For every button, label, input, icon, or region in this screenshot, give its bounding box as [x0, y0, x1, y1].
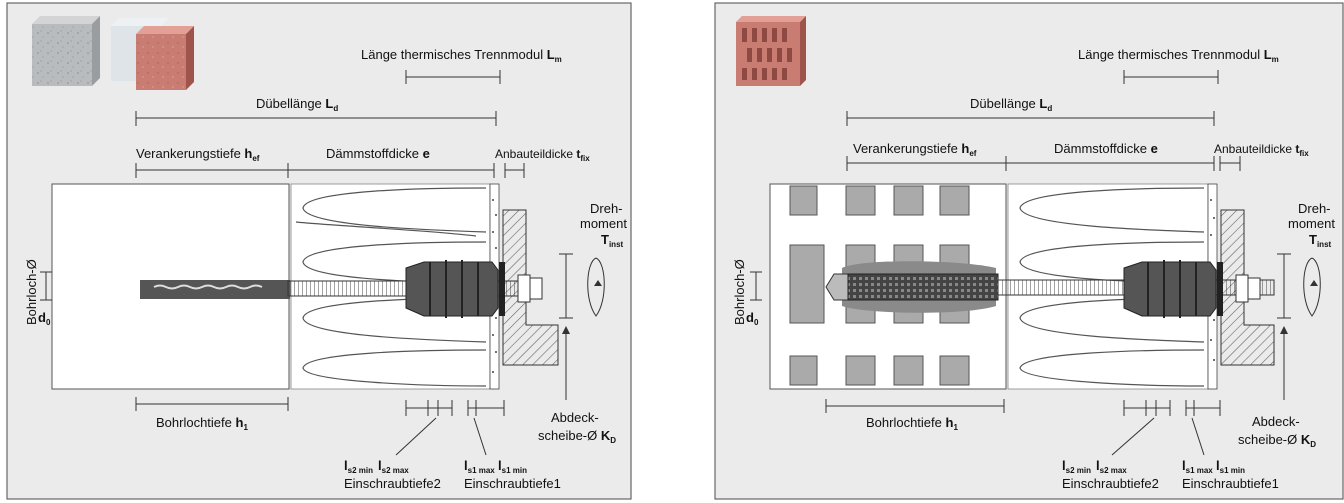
- torque-arrow-icon: [1303, 257, 1321, 317]
- label-thermal-module-length: Länge thermisches Trennmodul Lm: [1078, 47, 1279, 64]
- dim-drill-depth: [135, 397, 289, 411]
- diagram-brick: Länge thermisches Trennmodul Lm Dübellän…: [714, 0, 1344, 503]
- label-fixture-thickness: Anbauteildicke tfix: [1214, 142, 1309, 158]
- label-ls1min: ls1 min: [498, 458, 527, 475]
- label-torque-symbol: Tinst: [1309, 232, 1332, 249]
- cover-washer: [517, 274, 531, 303]
- label-insulation-thickness: Dämmstoffdicke e: [326, 146, 430, 161]
- dim-dowel-length: [846, 111, 1215, 126]
- dim-screw-depths: [1111, 328, 1285, 456]
- label-ls1min: ls1 min: [1216, 458, 1245, 475]
- label-d0: d0: [746, 310, 759, 327]
- label-ls1max: ls1 max: [464, 458, 495, 475]
- label-torque-2: moment: [580, 216, 627, 231]
- label-ls2max: ls2 max: [378, 458, 409, 475]
- label-cover-1: Abdeck-: [551, 410, 599, 425]
- dim-thermal-module: [405, 70, 501, 84]
- label-drill-hole-diameter: Bohrloch-Ø: [732, 259, 747, 325]
- concrete-material-icon: [32, 16, 100, 86]
- brick-material-icon: [136, 26, 194, 90]
- label-insulation-thickness: Dämmstoffdicke e: [1054, 141, 1158, 156]
- dim-row-depths: [846, 156, 1241, 171]
- label-drill-depth: Bohrlochtiefe h1: [156, 415, 248, 432]
- fixture-bracket: [502, 209, 559, 366]
- label-screw-depth-2: Einschraubtiefe2: [1062, 476, 1159, 491]
- cover-arrowhead-icon: [1280, 326, 1288, 334]
- render-texture: [1210, 199, 1215, 361]
- dim-cover-washer: [1277, 253, 1291, 319]
- cover-washer: [1235, 274, 1249, 303]
- torque-arrowhead-icon: [1310, 280, 1318, 286]
- dim-thermal-module: [1123, 70, 1219, 84]
- label-fixture-thickness: Anbauteildicke tfix: [495, 147, 590, 163]
- module-ribs: [429, 260, 479, 318]
- dim-drill-diameter: [40, 271, 52, 301]
- label-cover-2: scheibe-Ø KD: [1238, 432, 1316, 449]
- label-cover-1: Abdeck-: [1252, 414, 1300, 429]
- mesh-sleeve: [847, 273, 999, 301]
- torque-arrow-icon: [587, 257, 605, 317]
- diagram-concrete-svg: Länge thermisches Trennmodul Lm Dübellän…: [6, 2, 632, 500]
- adhesive-mortar: [153, 284, 263, 290]
- label-anchor-depth: Verankerungstiefe hef: [853, 141, 977, 158]
- washer: [1217, 262, 1223, 316]
- diagram-brick-svg: Länge thermisches Trennmodul Lm Dübellän…: [714, 2, 1344, 500]
- hex-nut: [529, 277, 543, 300]
- label-screw-depth-1: Einschraubtiefe1: [1182, 476, 1279, 491]
- dim-dowel-length: [135, 111, 497, 126]
- label-ls2max: ls2 max: [1096, 458, 1127, 475]
- cover-arrowhead-icon: [562, 326, 570, 334]
- dim-drill-depth: [825, 399, 1005, 413]
- label-torque-symbol: Tinst: [601, 232, 624, 249]
- drill-hole: [140, 280, 290, 299]
- label-ls1max: ls1 max: [1182, 458, 1213, 475]
- label-anchor-depth: Verankerungstiefe hef: [136, 146, 260, 163]
- label-screw-depth-1: Einschraubtiefe1: [464, 476, 561, 491]
- dim-cover-washer: [559, 253, 573, 319]
- torque-arrowhead-icon: [594, 280, 602, 286]
- thermal-separation-module: [405, 261, 499, 317]
- thermal-separation-module: [1123, 261, 1217, 317]
- washer: [499, 262, 505, 316]
- label-dowel-length: Dübellänge Ld: [970, 96, 1052, 113]
- fixture-bracket: [1220, 209, 1275, 366]
- label-torque-1: Dreh-: [590, 201, 623, 216]
- hollow-brick-icon: [736, 16, 806, 86]
- label-drill-depth: Bohrlochtiefe h1: [866, 415, 958, 432]
- module-ribs: [1147, 260, 1197, 318]
- label-torque-1: Dreh-: [1298, 201, 1331, 216]
- diagram-concrete: Länge thermisches Trennmodul Lm Dübellän…: [6, 0, 636, 503]
- label-dowel-length: Dübellänge Ld: [256, 96, 338, 113]
- label-cover-2: scheibe-Ø KD: [538, 428, 616, 445]
- hex-nut: [1247, 277, 1261, 300]
- label-thermal-module-length: Länge thermisches Trennmodul Lm: [361, 47, 562, 64]
- dim-screw-depths: [395, 328, 567, 456]
- label-torque-2: moment: [1288, 216, 1335, 231]
- label-screw-depth-2: Einschraubtiefe2: [344, 476, 441, 491]
- dim-drill-diameter: [750, 271, 762, 301]
- dim-row-depths: [135, 163, 525, 178]
- label-d0: d0: [38, 310, 51, 327]
- label-ls2min: ls2 min: [1062, 458, 1091, 475]
- label-drill-hole-diameter: Bohrloch-Ø: [24, 259, 39, 325]
- label-ls2min: ls2 min: [344, 458, 373, 475]
